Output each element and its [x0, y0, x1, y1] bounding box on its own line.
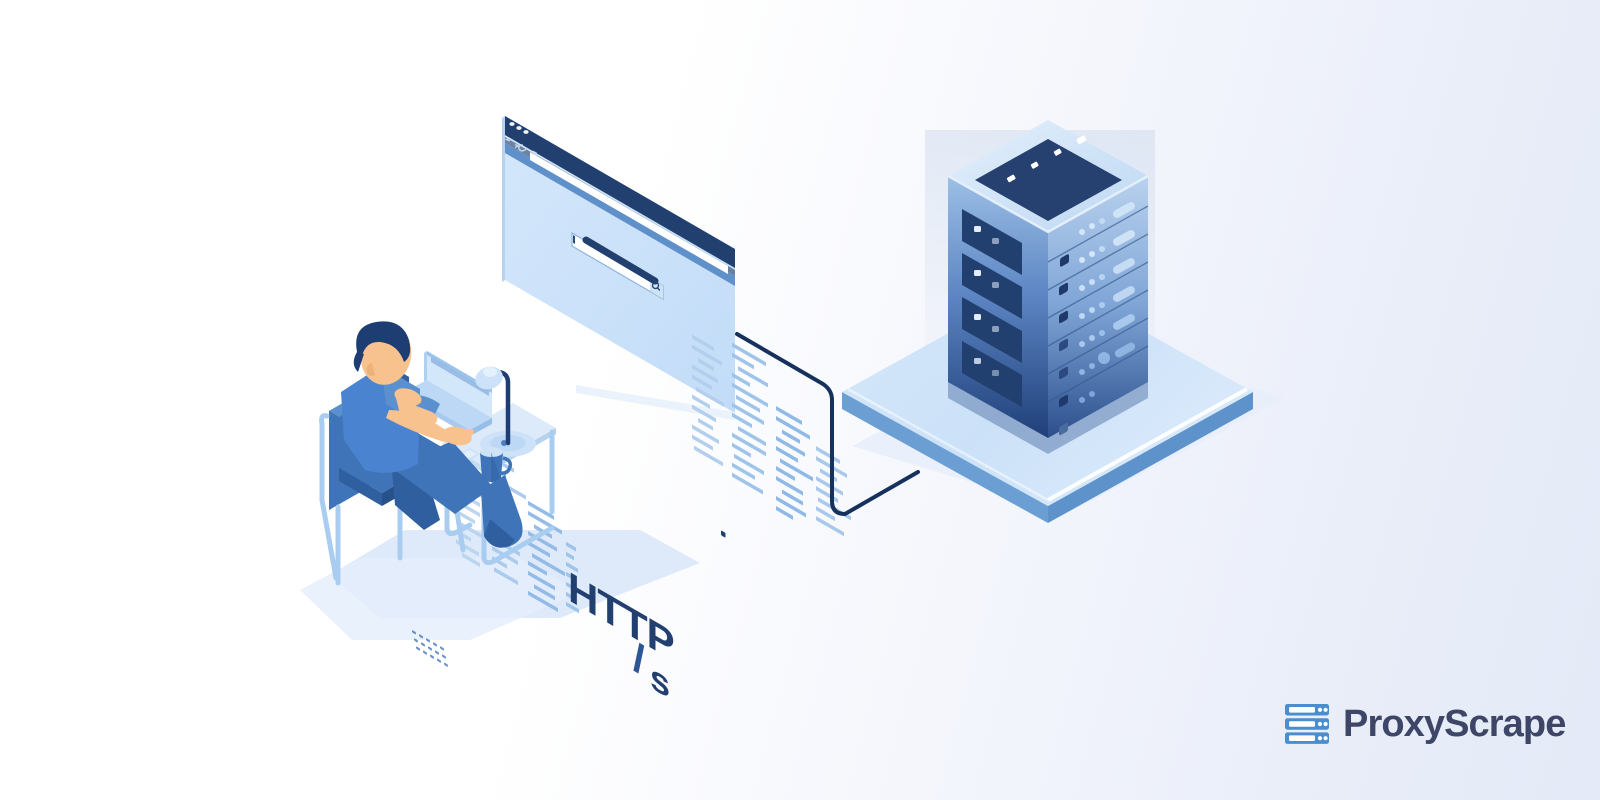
connection-cable	[735, 332, 920, 516]
server-top-leds	[1006, 135, 1087, 183]
brand-wordmark: ProxyScrape	[1343, 703, 1566, 745]
browser-nav-icons[interactable]	[504, 137, 538, 156]
person-at-desk	[319, 321, 556, 667]
abstract-code-lines-right	[692, 334, 851, 537]
reload-icon	[518, 144, 527, 152]
svg-text:s: s	[650, 656, 670, 707]
svg-text:/: /	[633, 632, 645, 686]
shield-icon	[533, 150, 537, 156]
window-control-dots[interactable]	[509, 122, 529, 134]
isometric-server-rack[interactable]	[947, 120, 1149, 454]
server-side-bays	[962, 209, 1022, 407]
secure-lock-icon	[721, 530, 726, 538]
back-arrow-icon	[504, 137, 511, 142]
server-unit-dividers	[1047, 205, 1149, 403]
brand-logo[interactable]: ProxyScrape	[1284, 703, 1566, 745]
server-unit-indicators	[1059, 202, 1136, 436]
server-rack-logo-icon	[1285, 704, 1329, 744]
forward-arrow-icon	[514, 143, 521, 149]
coffee-mug	[480, 447, 513, 483]
person	[341, 321, 523, 548]
